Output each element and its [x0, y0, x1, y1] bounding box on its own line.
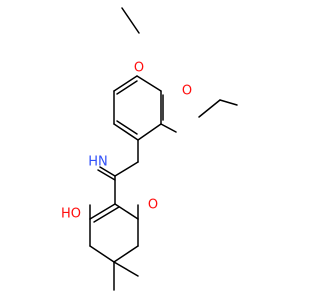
bond [137, 123, 162, 141]
bond [97, 169, 116, 181]
ketone-oxygen-label: O [148, 198, 158, 213]
bond [113, 75, 138, 92]
hydroxyl-label: HO [61, 207, 81, 222]
atom-label-layer: O O HN HO O [61, 61, 192, 222]
bond [160, 123, 177, 133]
bond-layer [89, 7, 238, 291]
bond [116, 80, 138, 95]
bond [198, 99, 221, 118]
oxygen-atom-label: O [182, 84, 192, 99]
bond [121, 7, 140, 34]
bond [116, 120, 138, 135]
bond [136, 75, 162, 92]
structure-canvas: O O HN HO O [61, 7, 238, 291]
oxygen-atom-label: O [134, 61, 144, 76]
bond [114, 203, 139, 220]
bond [114, 161, 139, 177]
molecule-diagram: O O HN HO O [61, 7, 238, 291]
bond [113, 245, 139, 263]
bond [219, 99, 238, 106]
bond [113, 123, 139, 141]
bond [99, 166, 116, 177]
bond [89, 203, 116, 220]
bond [113, 261, 139, 277]
imine-nh-label: HN [88, 155, 108, 170]
bond [93, 206, 120, 223]
bond [89, 245, 115, 263]
